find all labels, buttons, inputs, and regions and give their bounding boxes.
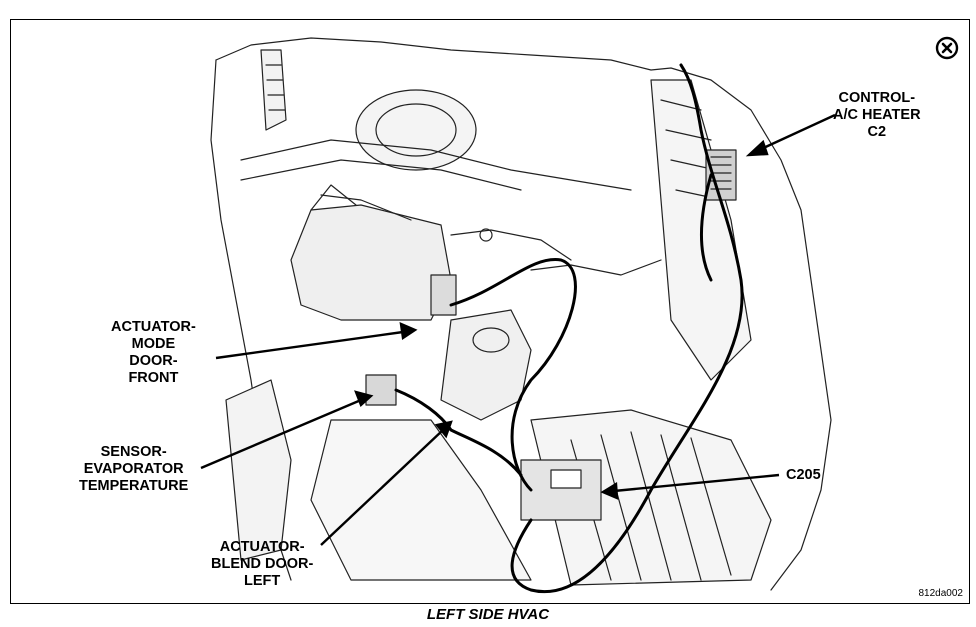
label-control-ac-heater-c2: CONTROL- A/C HEATER C2 [833,90,921,140]
label-sensor-evaporator-temperature: SENSOR- EVAPORATOR TEMPERATURE [79,444,189,494]
hvac-illustration [200,37,836,594]
label-c205: C205 [786,467,821,483]
close-icon[interactable] [935,36,959,60]
label-actuator-mode-door-front: ACTUATOR- MODE DOOR- FRONT [111,319,196,386]
diagram-caption: LEFT SIDE HVAC [426,606,550,623]
figure-code: 812da002 [918,588,964,599]
diagram-frame: CONTROL- A/C HEATER C2 ACTUATOR- MODE DO… [10,19,970,604]
label-actuator-blend-door-left: ACTUATOR- BLEND DOOR- LEFT [211,539,314,589]
